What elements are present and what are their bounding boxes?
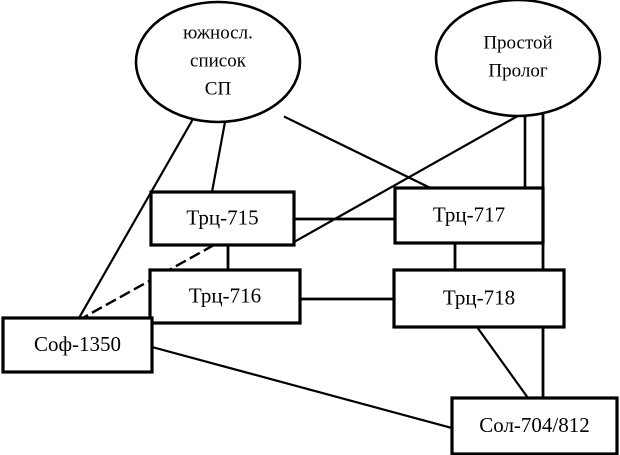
box-trc-718-label: Трц-718 <box>443 285 515 309</box>
box-sol-704-812[interactable]: Сол-704/812 <box>450 396 619 455</box>
box-trc-718-outline <box>392 268 566 329</box>
box-trc-718[interactable]: Трц-718 <box>392 268 566 329</box>
edge-trc-718-to-sol-704-812 <box>475 325 530 400</box>
edge-sof-1350-to-trc-715-dashed <box>77 243 216 322</box>
box-trc-717-outline <box>393 186 545 245</box>
box-trc-716[interactable]: Трц-716 <box>148 268 302 325</box>
ellipse-yuzhnosl-spisok-sp-label-line-2: список <box>190 50 247 71</box>
box-sof-1350[interactable]: Соф-1350 <box>1 316 154 374</box>
edge-yuzhnosl-to-sof-1350 <box>77 117 195 320</box>
box-trc-716-label: Трц-716 <box>189 283 261 307</box>
box-sol-704-812-label: Сол-704/812 <box>479 413 590 437</box>
box-trc-716-outline <box>148 268 302 325</box>
box-trc-717-label: Трц-717 <box>433 202 505 226</box>
box-trc-717[interactable]: Трц-717 <box>393 186 545 245</box>
box-trc-715[interactable]: Трц-715 <box>149 190 296 247</box>
edges-layer <box>77 110 545 430</box>
ellipse-prostoy-prolog-label-line-1: Простой <box>483 32 552 53</box>
ellipse-yuzhnosl-spisok-sp-outline <box>134 0 302 124</box>
edge-yuzhnosl-to-trc-715 <box>210 120 227 194</box>
box-sol-704-812-outline <box>450 396 619 455</box>
edge-prostoy-prolog-to-trc-715 <box>292 111 525 244</box>
ellipse-yuzhnosl-spisok-sp-label-line-3: СП <box>205 78 232 99</box>
ellipse-yuzhnosl-spisok-sp-label-line-1: южносл. <box>183 22 253 43</box>
box-sof-1350-label: Соф-1350 <box>34 332 121 356</box>
ellipse-prostoy-prolog-outline <box>434 0 602 118</box>
edge-sof-1350-to-sol-704-812 <box>150 345 454 430</box>
ellipse-prostoy-prolog-label-line-2: Пролог <box>488 60 547 81</box>
box-trc-715-outline <box>149 190 296 247</box>
box-sof-1350-outline <box>1 316 154 374</box>
box-trc-715-label: Трц-715 <box>186 205 258 229</box>
